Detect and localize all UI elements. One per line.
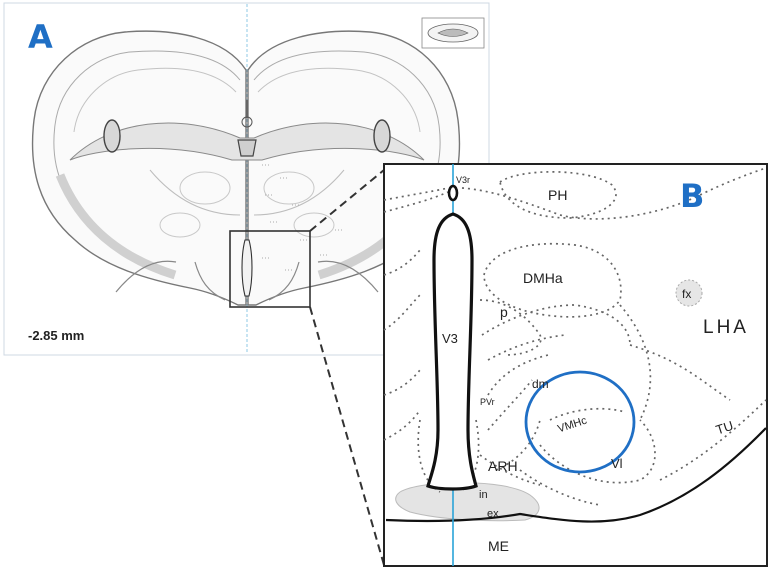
zoom-box [229,230,311,308]
label-v3: V3 [442,331,458,346]
label-lha: LHA [703,317,749,338]
label-pvr: PVr [480,397,495,407]
panel-b-letter: B [680,177,704,215]
label-vl: Vl [611,456,623,471]
label-arh: ARH [488,458,518,474]
coordinate-label: -2.85 mm [28,328,84,343]
brain-section [31,30,461,306]
label-dm: dm [532,377,549,391]
ventral-surface [385,427,767,523]
vmhc-highlight [524,370,636,474]
label-tu: TU [714,418,735,438]
label-p: p [500,304,508,320]
inset-thumbnail [421,17,485,49]
v3r-ventricle [447,184,459,202]
label-v3r: V3r [456,175,470,185]
fornix-circle [675,279,703,307]
third-ventricle [426,212,478,491]
panel-a-letter: A [28,18,53,56]
label-dmha: DMHa [523,270,563,286]
label-in: in [479,489,488,501]
zoom-connector-top [309,169,385,232]
label-fx: fx [682,287,691,301]
panel-b: B V3r PH DMHa p fx LHA V3 dm PVr VMHc Vl… [383,163,768,567]
label-me: ME [488,538,509,554]
region-boundaries [383,167,767,506]
label-ph: PH [548,187,567,203]
label-ex: ex [487,508,499,520]
zoom-connector-bottom [309,306,385,566]
